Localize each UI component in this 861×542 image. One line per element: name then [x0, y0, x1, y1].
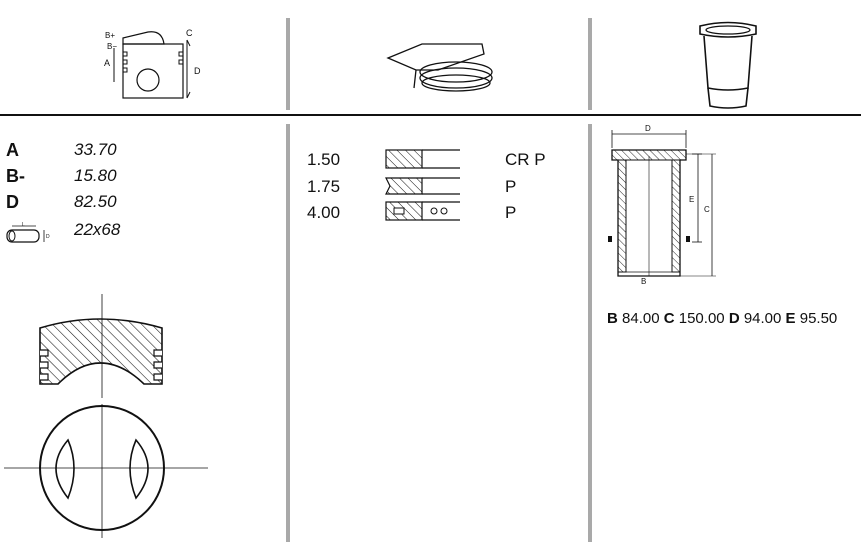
liner-spec-value-c: 150.00	[678, 310, 725, 327]
dimension-label-b-minus: B-	[6, 166, 25, 186]
piston-rings-icon	[386, 43, 493, 92]
piston-icon-label-d: D	[194, 66, 201, 76]
liner-label-e: E	[689, 195, 694, 204]
liner-spec-key-b: B	[607, 310, 618, 327]
liner-label-d: D	[645, 124, 651, 133]
ring-1-thickness: 1.50	[307, 150, 341, 169]
liner-spec-value-b: 84.00	[622, 310, 660, 327]
pin-size-value: 22x68	[74, 220, 121, 239]
liner-section-drawing: D E C B	[608, 124, 716, 286]
ring-profile-drawing	[385, 149, 460, 221]
ring-3-thickness: 4.00	[307, 203, 341, 222]
cylinder-liner-icon	[699, 21, 757, 109]
piston-icon-label-c: C	[186, 28, 193, 38]
piston-icon-label-a: A	[104, 58, 110, 68]
piston-icon-label-b-plus: B+	[105, 31, 115, 40]
liner-spec-key-d: D	[728, 310, 740, 327]
liner-spec-value-d: 94.00	[743, 310, 782, 327]
dimension-value-d: 82.50	[74, 192, 117, 211]
piston-dimension-icon: A B+ B− C D	[104, 28, 201, 99]
column-divider-top-1	[286, 18, 290, 110]
column-divider-2	[588, 124, 592, 542]
piston-icon-label-b-minus: B−	[107, 42, 117, 51]
dimension-value-a: 33.70	[74, 140, 117, 159]
dimension-label-a: A	[6, 140, 19, 160]
ring-2-thickness: 1.75	[307, 177, 341, 196]
dimension-label-d: D	[6, 192, 19, 212]
piston-pin-icon: L D	[6, 222, 50, 243]
ring-2-type: P	[505, 177, 517, 196]
liner-label-c: C	[704, 205, 710, 214]
header-rule	[0, 114, 861, 116]
liner-spec-value-e: 95.50	[799, 310, 838, 327]
liner-spec-line: B 84.00 C 150.00 D 94.00 E 95.50	[607, 310, 837, 327]
pin-icon-label-d: D	[46, 234, 50, 240]
column-divider-1	[286, 124, 290, 542]
liner-label-b: B	[641, 277, 646, 286]
column-divider-top-2	[588, 18, 592, 110]
pin-icon-label-l: L	[22, 222, 25, 228]
liner-spec-key-c: C	[663, 310, 675, 327]
liner-spec-key-e: E	[785, 310, 796, 327]
dimension-value-b-minus: 15.80	[74, 166, 117, 185]
ring-3-type: P	[505, 203, 517, 222]
piston-section-drawing	[4, 294, 208, 538]
ring-1-type: CR P	[505, 150, 546, 169]
